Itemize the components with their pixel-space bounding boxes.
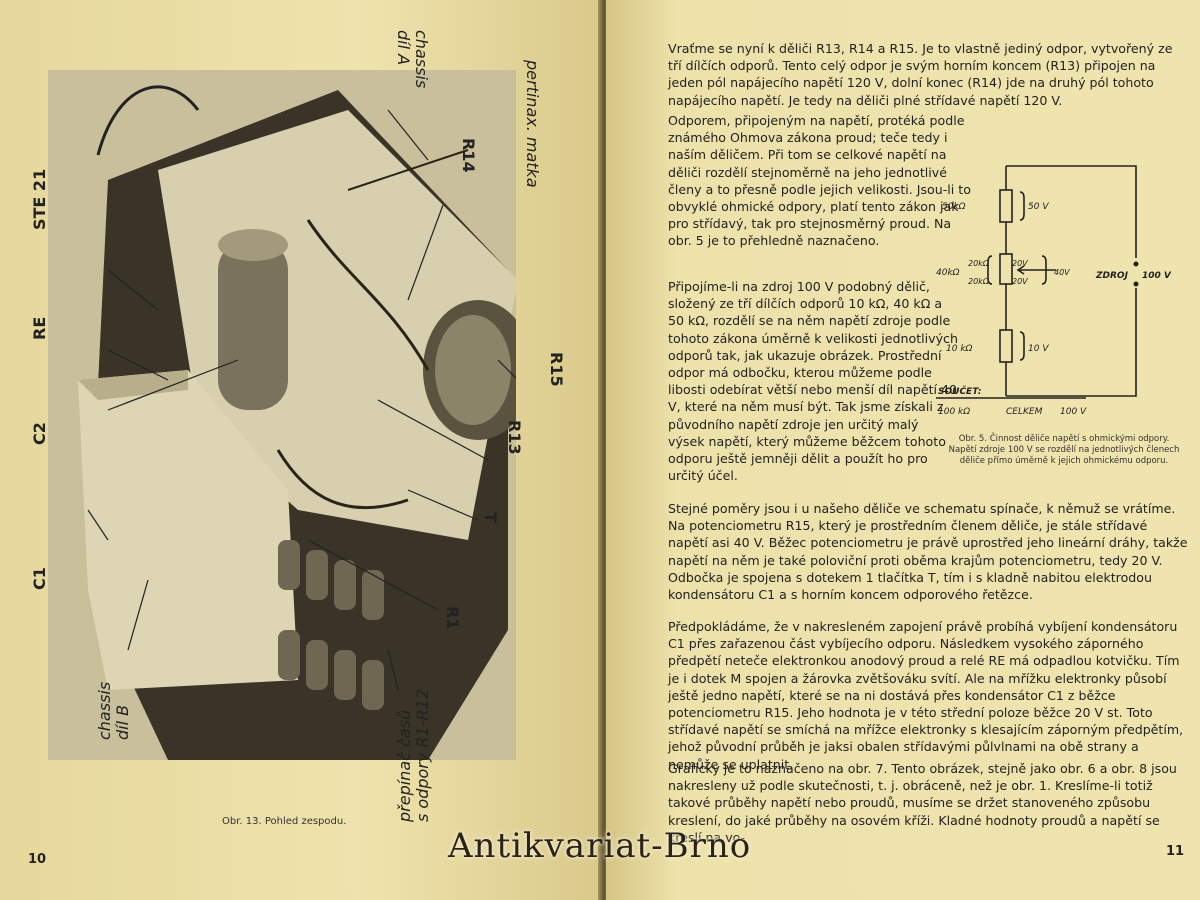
label-total-r: 100 kΩ — [938, 407, 970, 417]
label-t: T — [481, 512, 500, 523]
label-prepinac: přepínač časů s odpory R1-R12 — [395, 689, 432, 822]
chassis-photo — [48, 70, 516, 760]
label-zdroj-voltage: 100 V — [1142, 271, 1172, 281]
paragraph-4: Stejné poměry jsou i u našeho děliče ve … — [668, 501, 1188, 603]
label-re: RE — [30, 316, 49, 340]
label-10v: 10 V — [1028, 344, 1049, 354]
label-20k-a: 20kΩ — [968, 259, 990, 268]
label-pertinax: pertinax. matka — [523, 60, 542, 188]
label-10k: 10 kΩ — [946, 344, 973, 354]
paragraph-6: Graficky je to naznačeno na obr. 7. Tent… — [668, 761, 1177, 845]
label-chassis-a: chassis díl A — [394, 30, 431, 89]
label-r15: R15 — [547, 352, 566, 387]
label-soucet: SOUČET: — [938, 386, 981, 397]
label-r14: R14 — [459, 138, 478, 173]
label-total-v: 100 V — [1060, 407, 1087, 417]
label-20v-b: 20V — [1012, 277, 1028, 286]
label-40k: 40kΩ — [936, 268, 960, 278]
figure-5-caption: Obr. 5. Činnost děliče napětí s ohmickým… — [948, 434, 1180, 466]
page-number-left: 10 — [28, 852, 47, 867]
right-page: Vraťme se nyní k děliči R13, R14 a R15. … — [606, 0, 1200, 900]
paragraph-2: Odporem, připojeným na napětí, protéká p… — [668, 113, 971, 249]
left-page: chassis díl A pertinax. matka R14 STE 21… — [0, 0, 602, 900]
watermark-text: Antikvariat-Brno — [448, 826, 752, 866]
label-c2: C2 — [30, 422, 49, 445]
figure-13-caption: Obr. 13. Pohled zespodu. — [222, 816, 347, 827]
label-celkem: CELKEM — [1006, 407, 1043, 417]
paragraph-5: Předpokládáme, že v nakresleném zapojení… — [668, 619, 1184, 772]
label-zdroj: ZDROJ — [1095, 271, 1129, 281]
label-20k-b: 20kΩ — [968, 277, 990, 286]
label-c1: C1 — [30, 567, 49, 590]
label-chassis-b: chassis díl B — [95, 681, 132, 740]
label-50v: 50 V — [1028, 202, 1049, 212]
label-20v-a: 20V — [1012, 259, 1028, 268]
paragraph-1: Vraťme se nyní k děliči R13, R14 a R15. … — [668, 41, 1173, 108]
divider-circuit-figure: 50kΩ 50 V 40kΩ 20kΩ 20kΩ 20V 20V 40V ZDR… — [936, 158, 1180, 430]
label-40v: 40V — [1054, 268, 1070, 277]
paragraph-3: Připojíme-li na zdroj 100 V podobný děli… — [668, 279, 958, 484]
label-r13: R13 — [505, 420, 524, 455]
page-number-right: 11 — [1166, 844, 1185, 859]
label-ste21: STE 21 — [30, 168, 49, 230]
label-50k: 50kΩ — [942, 202, 966, 212]
chassis-photo-illustration — [48, 70, 516, 760]
label-r1: R1 — [443, 606, 462, 630]
